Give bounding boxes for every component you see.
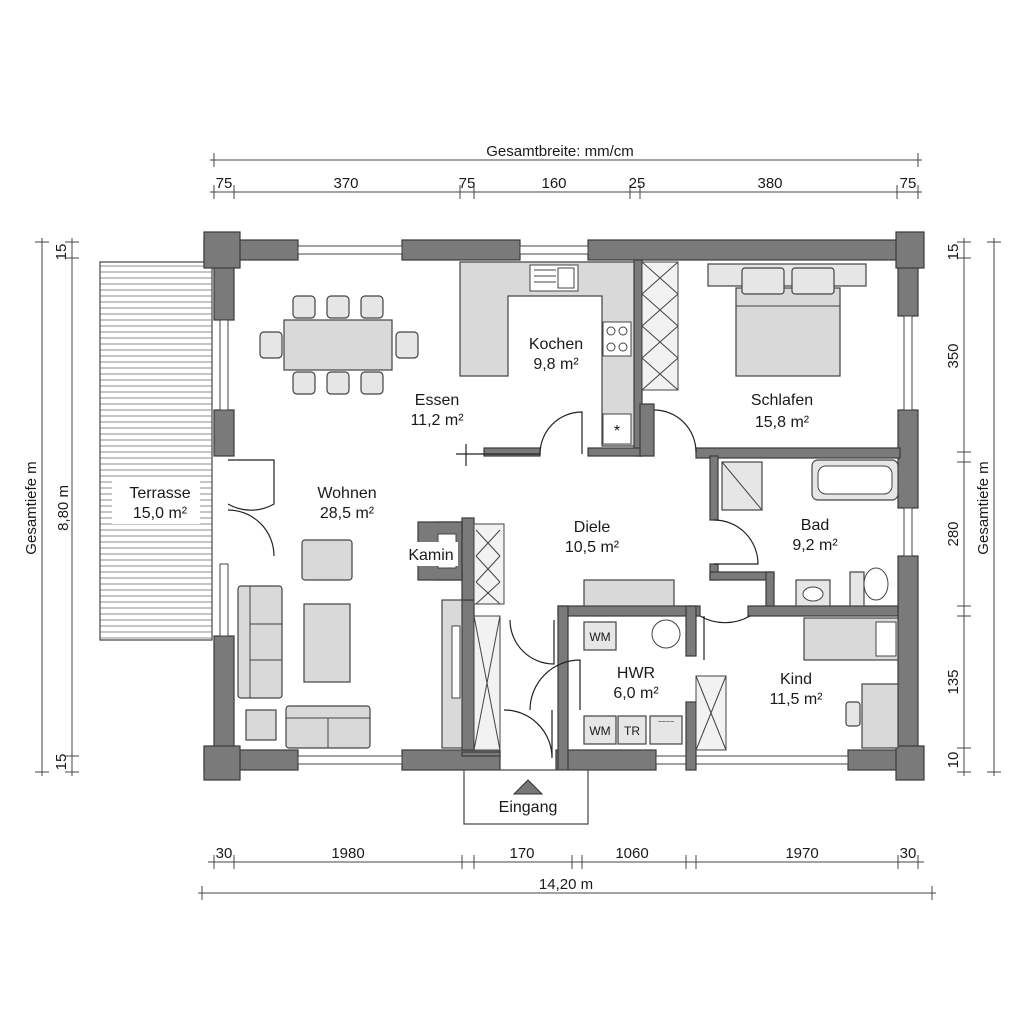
room-area-terrasse: 15,0 m² [133,505,188,522]
room-name-diele: Diele [574,519,611,536]
entrance-arrow-icon [512,779,544,795]
svg-text:*: * [614,423,620,440]
label-eingang: Eingang [499,799,558,816]
bottom-dim-2: 1980 [331,845,364,862]
wardrobe-x-cabinets [641,261,679,391]
label-wm-top: WM [589,630,610,644]
terrace-decking [99,261,213,641]
label-tr: TR [624,724,640,738]
bottom-dim-total: 14,20 m [539,876,593,893]
bathroom-fixtures [721,459,899,607]
bottom-dim-4: 1060 [615,845,648,862]
bottom-dim-3: 170 [509,845,534,862]
left-dim-top: 15 [53,244,70,261]
right-dim-title: Gesamtiefe m [975,461,992,554]
right-dim-1: 15 [945,244,962,261]
windows [219,245,913,765]
dining-table [259,295,419,395]
entrance-landing[interactable] [463,769,589,825]
kitchen-counter: * [459,261,635,447]
left-dimension-lines [35,238,79,776]
top-dim-2: 370 [333,175,358,192]
living-furniture [237,539,371,749]
top-dim-3: 75 [459,175,476,192]
right-dim-5: 10 [945,752,962,769]
top-dim-title: Gesamtbreite: mm/cm [486,143,634,160]
room-name-schlafen: Schlafen [751,392,813,409]
right-dimension-lines [957,238,1001,776]
left-dim-title: Gesamtiefe m [23,461,40,554]
room-name-wohnen: Wohnen [317,485,376,502]
right-dim-3: 280 [945,521,962,546]
bottom-dim-1: 30 [216,845,233,862]
label-wm-bottom: WM [589,724,610,738]
bottom-dimension-lines [198,855,936,900]
left-dim-bottom: 15 [53,754,70,771]
room-area-wohnen: 28,5 m² [320,505,375,522]
hall-cabinets [441,523,675,751]
radiator-symbol [456,444,540,466]
utility-appliances [583,619,683,745]
room-area-bad: 9,2 m² [792,537,838,554]
room-name-kind: Kind [780,671,812,688]
room-name-kochen: Kochen [529,336,583,353]
room-name-terrasse: Terrasse [129,485,190,502]
room-area-diele: 10,5 m² [565,539,620,556]
room-area-kochen: 9,8 m² [533,356,579,373]
room-area-kind: 11,5 m² [769,691,823,708]
double-bed [707,263,867,377]
room-area-essen: 11,2 m² [410,412,464,429]
kid-room-furniture [695,617,899,751]
top-dim-5: 25 [629,175,646,192]
top-dim-7: 75 [900,175,917,192]
label-appliance: ~~~~ [658,719,674,726]
corner-posts [203,231,925,781]
room-name-hwr: HWR [617,665,655,682]
bottom-dim-5: 1970 [785,845,818,862]
bottom-dim-6: 30 [900,845,917,862]
top-dimension-lines [210,153,922,199]
top-dim-4: 160 [541,175,566,192]
room-name-bad: Bad [801,517,829,534]
door-swings [227,409,759,759]
room-area-schlafen: 15,8 m² [755,414,810,431]
right-dim-2: 350 [945,343,962,368]
top-dim-1: 75 [216,175,233,192]
label-kamin: Kamin [408,547,453,564]
left-dim-total: 8,80 m [55,485,72,531]
room-area-hwr: 6,0 m² [613,685,659,702]
top-dim-6: 380 [757,175,782,192]
room-name-essen: Essen [415,392,459,409]
right-dim-4: 135 [945,669,962,694]
